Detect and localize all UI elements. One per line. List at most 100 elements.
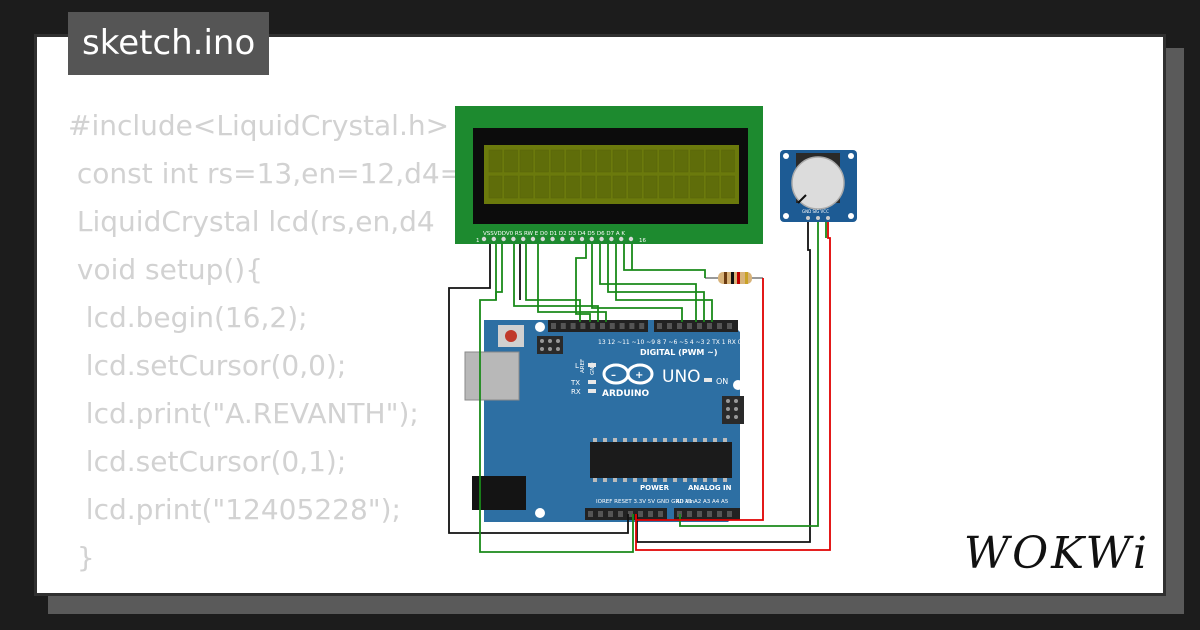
chip-pin <box>623 438 627 442</box>
lcd-pin <box>540 236 545 242</box>
resistor-band <box>731 272 734 284</box>
lcd-char-cell <box>628 149 642 173</box>
header-socket <box>687 511 692 517</box>
lcd-char-cell <box>519 175 534 199</box>
atmega-chip-pins <box>593 438 727 482</box>
chip-pin <box>593 438 597 442</box>
lcd-char-cell <box>566 149 580 173</box>
header-socket <box>727 511 732 517</box>
header-socket <box>658 511 663 517</box>
arduino-uno[interactable]: DIGITAL (PWM ~) AREF GND 13 12 ~11 ~10 ~… <box>464 320 744 522</box>
chip-pin <box>683 438 687 442</box>
lcd-char-cell <box>643 149 658 173</box>
atmega-chip <box>590 442 732 478</box>
header-socket <box>590 323 596 329</box>
header-socket <box>697 511 702 517</box>
header-socket <box>629 323 635 329</box>
header-socket <box>638 511 643 517</box>
code-line: lcd.setCursor(0,1); <box>68 445 347 478</box>
mount-hole <box>535 508 545 518</box>
lcd-pin <box>481 236 487 242</box>
led-tx <box>588 380 596 384</box>
chip-pin <box>703 438 707 442</box>
resistor-band <box>724 272 727 284</box>
header-socket <box>551 323 556 329</box>
code-line: void loop(){ <box>68 584 588 594</box>
lcd-display[interactable]: VSSVDDV0 RS RW E D0 D1 D2 D3 D4 D5 D6 D7… <box>455 106 763 244</box>
lcd-char-cell <box>674 175 689 199</box>
wire-lcd-vdd-5v <box>479 244 634 553</box>
chip-pin <box>653 478 657 482</box>
chip-pin <box>643 438 647 442</box>
led-on <box>704 378 712 382</box>
mount-hole <box>733 380 743 390</box>
header-socket <box>677 323 682 329</box>
header-socket <box>609 323 615 329</box>
header-socket <box>667 323 672 329</box>
wires <box>448 222 831 553</box>
chip-pin <box>703 478 707 482</box>
lcd-char-cell <box>581 175 596 199</box>
icsp-pin <box>548 339 552 343</box>
header-socket <box>717 511 722 517</box>
resistor-band <box>737 272 740 284</box>
chip-pin <box>713 438 717 442</box>
header-socket <box>618 511 623 517</box>
gnd-label: GND <box>590 362 596 375</box>
power-header <box>585 508 667 520</box>
chip-pin <box>663 438 667 442</box>
lcd-char-cell <box>597 175 611 199</box>
pot-knob-indicator <box>797 194 807 204</box>
potentiometer[interactable]: GND SIG VCC <box>780 150 857 222</box>
wokwi-logo[interactable]: WOKWi <box>963 528 1150 579</box>
reset-button[interactable] <box>505 330 517 342</box>
lcd-char-cell <box>690 175 704 199</box>
wire-lcd-rs-d13 <box>513 244 599 322</box>
aref-label: AREF <box>580 359 586 373</box>
chip-pin <box>613 478 617 482</box>
header-socket <box>619 323 625 329</box>
lcd-pin <box>560 236 565 242</box>
lcd-char-cell <box>612 175 627 199</box>
lcd-pin <box>570 236 575 242</box>
header-socket <box>707 323 712 329</box>
analog-pin-labels: A0 A1 A2 A3 A4 A5 <box>676 499 729 505</box>
lcd-pin <box>501 236 506 242</box>
code-line: lcd.setCursor(0,0); <box>68 349 347 382</box>
lcd-char-cell <box>519 149 534 173</box>
chip-pin <box>593 478 597 482</box>
code-line: const int rs=13,en=12,d4= <box>68 157 464 190</box>
icsp-pin <box>548 347 552 351</box>
icsp-pin <box>540 347 544 351</box>
sketch-filename-tab[interactable]: sketch.ino <box>68 12 270 75</box>
power-pin-labels: IOREF RESET 3.3V 5V GND GND Vin <box>596 499 695 505</box>
chip-pin <box>613 438 617 442</box>
header-socket <box>648 511 653 517</box>
card-shadow-right <box>1166 48 1184 614</box>
lcd-char-cell <box>705 175 720 199</box>
wire-lcd-v0 <box>495 244 503 300</box>
lcd-pin <box>550 236 555 242</box>
led-rx-label: RX <box>571 388 581 396</box>
header-socket <box>598 511 603 517</box>
led-l <box>588 363 596 367</box>
resistor-band <box>745 272 748 284</box>
lcd-char-cell <box>643 175 658 199</box>
wire-lcd-d5-d4 <box>599 244 697 322</box>
wire-lcd-rw-gnd <box>525 244 581 322</box>
header-socket <box>588 511 593 517</box>
code-line: #include<LiquidCrystal.h> <box>68 109 450 142</box>
lcd-char-cell <box>488 149 503 173</box>
svg-text:+: + <box>635 370 643 381</box>
lcd-char-cell <box>721 175 735 199</box>
resistor[interactable] <box>705 272 763 284</box>
pot-pin-labels: GND SIG VCC <box>802 209 829 214</box>
chip-pin <box>723 478 727 482</box>
header-socket <box>657 323 662 329</box>
lcd-char-cell <box>659 175 673 199</box>
svg-text:–: – <box>611 370 616 381</box>
code-line: lcd.begin(16,2); <box>68 301 308 334</box>
on-label: ON <box>716 377 728 386</box>
header-socket <box>639 323 645 329</box>
